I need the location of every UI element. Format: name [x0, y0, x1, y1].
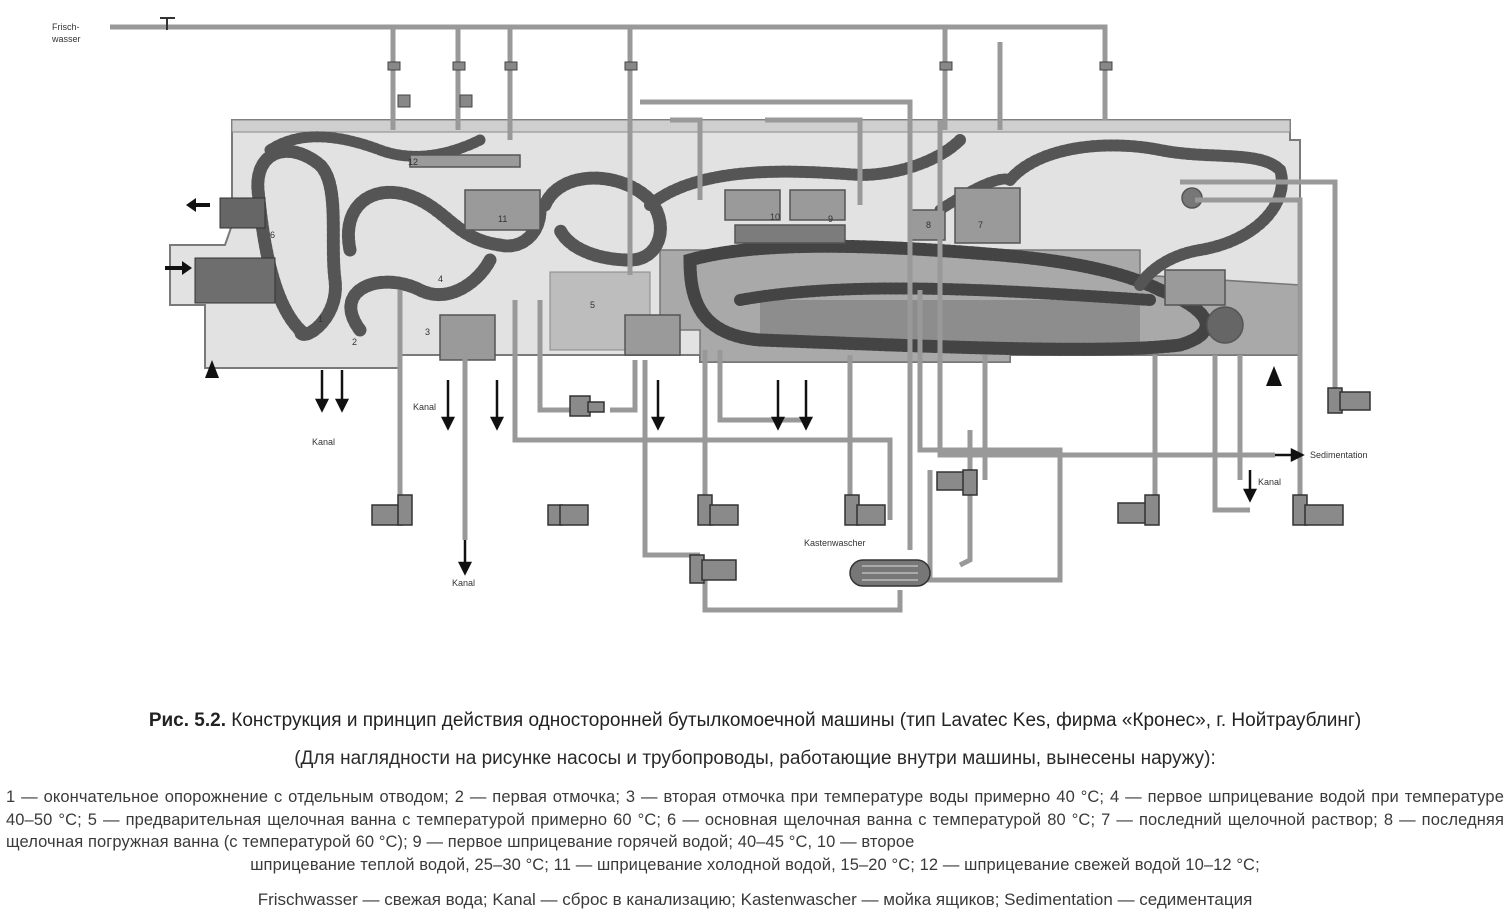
pump-icon [569, 395, 605, 417]
zone-label: 10 [770, 212, 780, 222]
support-foot-icon [205, 360, 219, 378]
pumps [371, 387, 1371, 584]
pump-icon [689, 554, 737, 584]
label-frischwasser: Frisch- [52, 22, 80, 32]
spray-units [409, 154, 1244, 361]
label-kanal: Kanal [1258, 477, 1281, 487]
piping [110, 24, 1338, 613]
glossary-terms: Frischwasser — свежая вода; Kanal — сбро… [257, 890, 1253, 909]
pump-icon [1292, 494, 1344, 526]
heat-exchanger [849, 559, 931, 587]
support-foot-icon [1266, 366, 1282, 386]
zone-label: 6 [270, 230, 275, 240]
valves [160, 17, 1113, 108]
zone-label: 12 [408, 157, 418, 167]
machine-diagram: Frisch- wasser Kanal Kanal Kanal Kanal K… [51, 17, 1371, 613]
zone-label: 4 [438, 274, 443, 284]
zone-label: 5 [590, 300, 595, 310]
discharge-arrow-icon [186, 198, 196, 212]
pump-icon [1327, 387, 1371, 414]
label-kanal: Kanal [413, 402, 436, 412]
zone-label: 1 [318, 314, 323, 324]
zone-label: 8 [926, 220, 931, 230]
pump-icon [371, 494, 413, 526]
pump-icon [936, 469, 978, 496]
caption-subtitle: (Для наглядности на рисунке насосы и тру… [294, 748, 1216, 769]
label-kanal: Kanal [452, 578, 475, 588]
caption-title: Конструкция и принцип действия односторо… [231, 710, 1362, 731]
figure-number: Рис. 5.2. [148, 710, 226, 731]
machine-housing [169, 119, 1301, 369]
zone-label: 2 [352, 337, 357, 347]
label-sedimentation: Sedimentation [1310, 450, 1368, 460]
pump-icon [547, 504, 589, 526]
zone-label: 11 [498, 214, 507, 224]
zone-label: 3 [425, 327, 430, 337]
infeed-arrow-icon [182, 261, 192, 275]
legend-main: 1 — окончательное опорожнение с отдельны… [6, 788, 1504, 851]
label-frischwasser: wasser [51, 34, 81, 44]
label-kanal: Kanal [312, 437, 335, 447]
diagram-labels: Frisch- wasser Kanal Kanal Kanal Kanal K… [51, 22, 1368, 588]
figure-caption: Рис. 5.2. Конструкция и принцип действия… [0, 710, 1510, 732]
legend-last-line: шприцевание теплой водой, 25–30 °С; 11 —… [250, 855, 1260, 874]
legend-text: 1 — окончательное опорожнение с отдельны… [6, 786, 1504, 876]
label-kastenwascher: Kastenwascher [804, 538, 866, 548]
pump-icon [697, 494, 739, 526]
chain-conveyor [251, 131, 1288, 356]
pump-icon [844, 494, 886, 526]
drain-arrows [314, 370, 1305, 576]
pump-icon [1117, 494, 1160, 526]
zone-label: 9 [828, 214, 833, 224]
infeed-discharge [165, 197, 1282, 386]
zone-label: 7 [978, 220, 983, 230]
